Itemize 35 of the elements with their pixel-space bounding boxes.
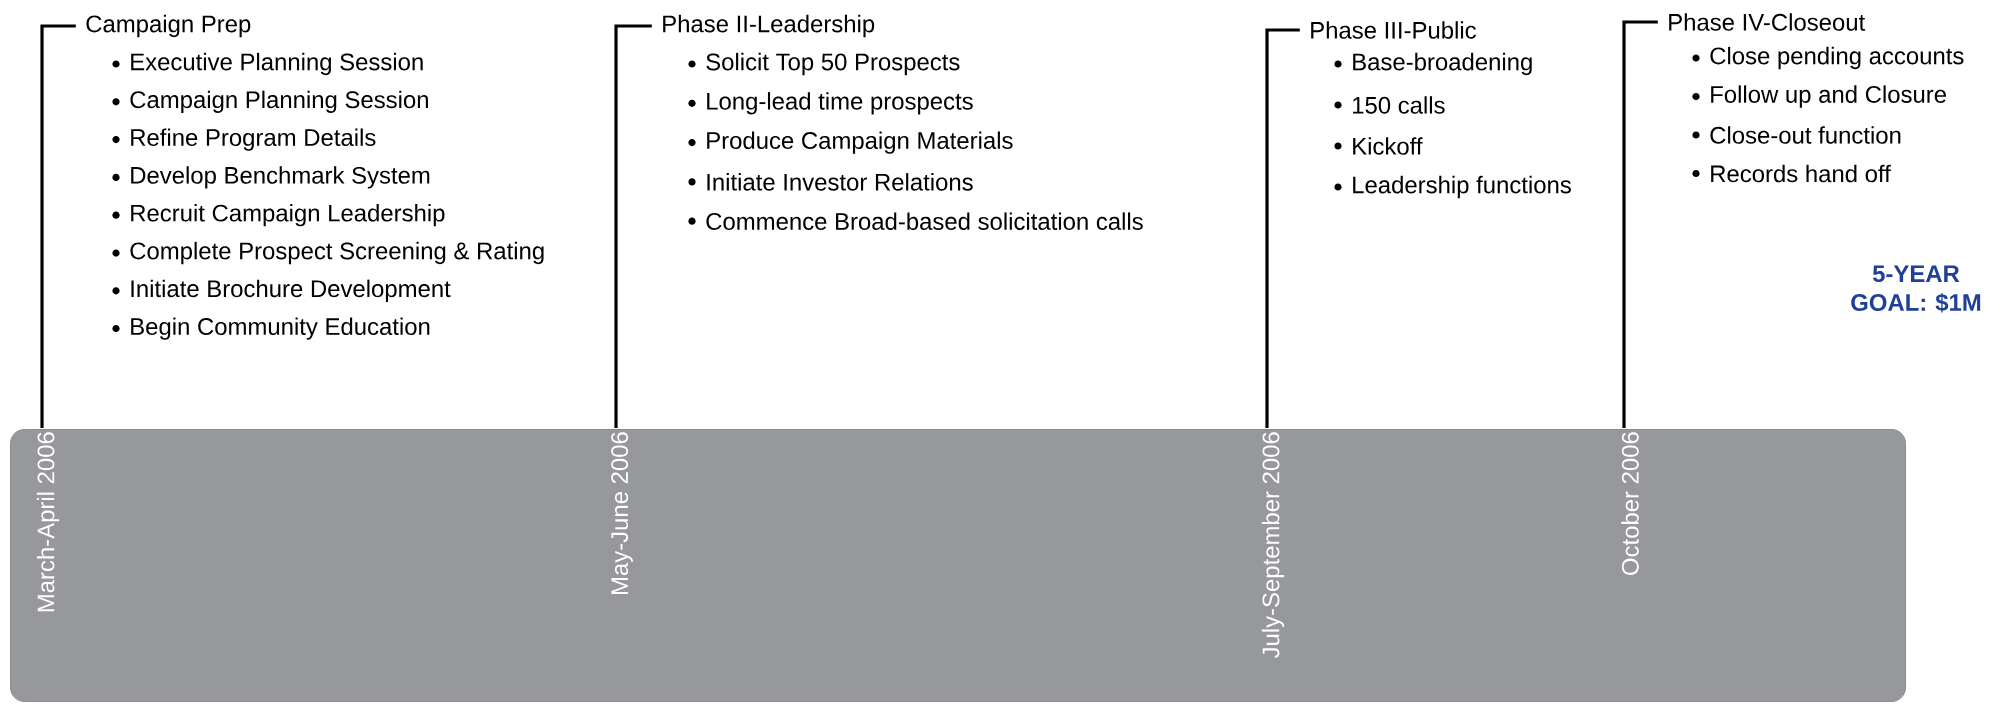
list-item: Close pending accounts (1710, 46, 1964, 70)
list-item: Long-lead time prospects (707, 92, 973, 115)
phase-heading: Phase IV-Closeout (1669, 13, 1866, 31)
connector-line (614, 24, 652, 428)
goal-text: 5-YEAR GOAL: $1M (1851, 265, 1981, 313)
date-label: May-June 2006 (611, 432, 633, 595)
connector-line (1622, 20, 1658, 428)
list-item: Executive Planning Session (131, 52, 423, 76)
list-item: Begin Community Education (131, 317, 430, 340)
date-label: October 2006 (1621, 432, 1639, 575)
list-item: Campaign Planning Session (130, 90, 428, 113)
list-item: Kickoff (1353, 137, 1423, 155)
timeline-bar (10, 429, 1907, 702)
connector-line (40, 24, 76, 428)
list-item: Base-broadening (1353, 52, 1532, 76)
list-item: Develop Benchmark System (131, 166, 430, 189)
list-item: Initiate Brochure Development (131, 279, 451, 302)
date-label: July-September 2006 (1261, 432, 1285, 659)
phase-heading: Phase III-Public (1311, 21, 1476, 39)
list-item: Initiate Investor Relations (707, 173, 973, 191)
list-item: Records hand off (1711, 164, 1891, 183)
list-item: Leadership functions (1353, 175, 1571, 199)
list-item: Recruit Campaign Leadership (131, 204, 445, 227)
list-item: Complete Prospect Screening & Rating (130, 241, 544, 265)
list-item: Refine Program Details (131, 128, 376, 151)
list-item: 150 calls (1353, 96, 1445, 114)
date-label: March-April 2006 (36, 432, 60, 612)
list-item: Follow up and Closure (1711, 85, 1946, 108)
list-item: Solicit Top 50 Prospects (706, 52, 960, 76)
connector-line (1265, 28, 1300, 428)
phase-heading: Campaign Prep (86, 14, 251, 38)
phase-heading: Phase II-Leadership (663, 14, 875, 38)
list-item: Commence Broad-based solicitation calls (706, 212, 1143, 230)
list-item: Close-out function (1710, 126, 1901, 144)
list-item: Produce Campaign Materials (707, 131, 1013, 154)
